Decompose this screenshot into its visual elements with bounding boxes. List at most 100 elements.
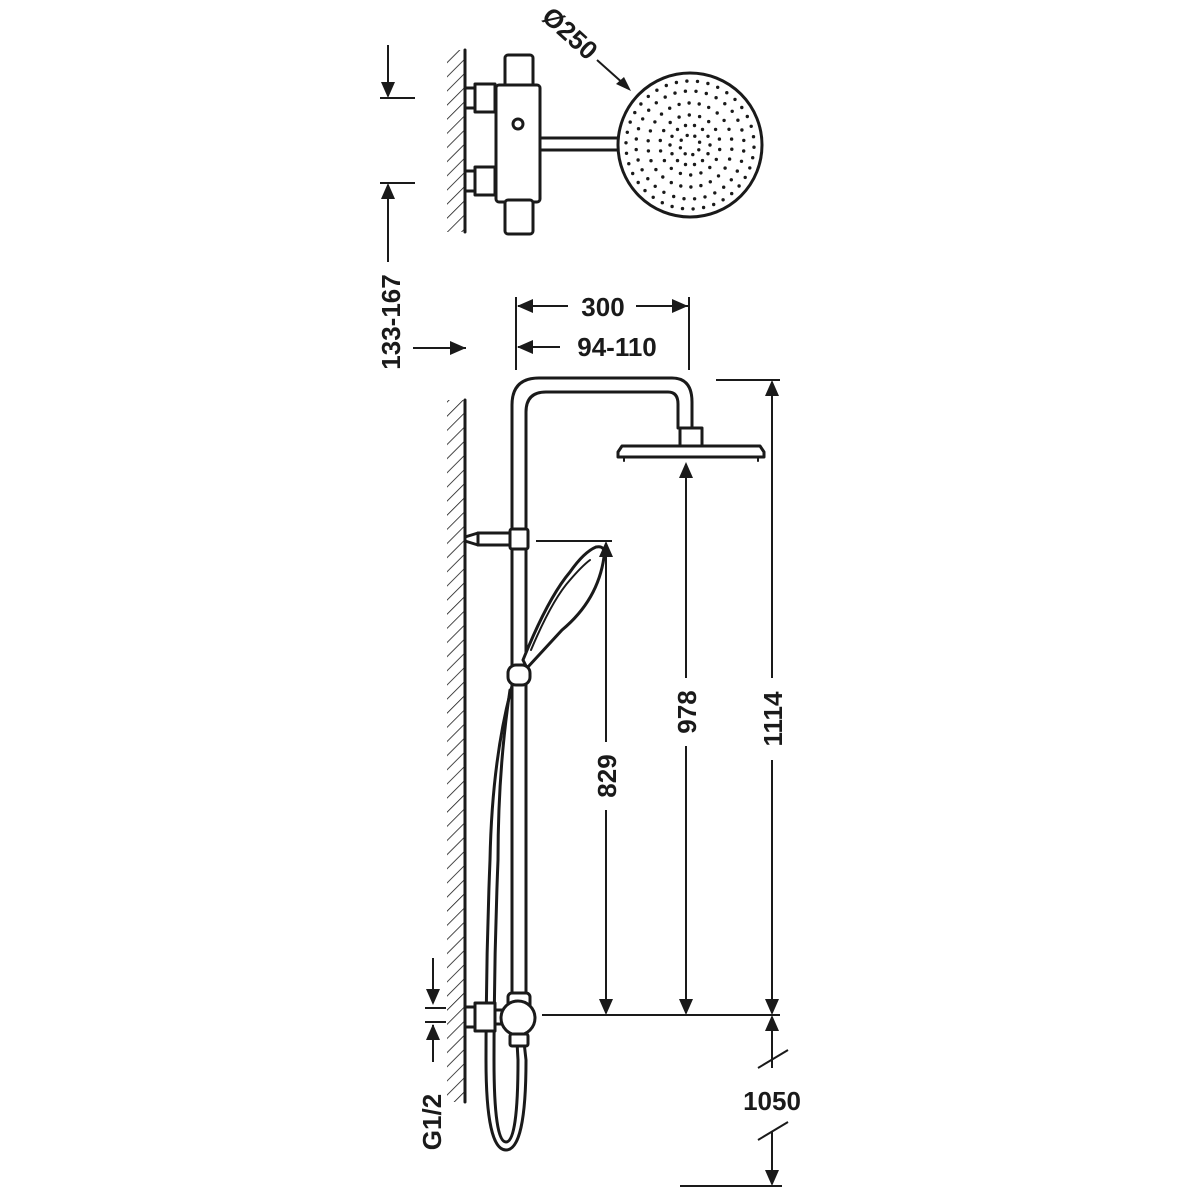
- riser-pipe: [510, 376, 694, 997]
- nozzle-dot: [631, 171, 635, 176]
- total-height-label: 1114: [758, 691, 788, 747]
- nozzle-dot: [687, 113, 691, 117]
- nozzle-dot: [670, 204, 674, 209]
- nozzle-dot: [628, 120, 632, 124]
- nozzle-dot: [739, 159, 744, 163]
- nozzle-dot: [668, 120, 672, 125]
- nozzle-dot: [664, 83, 668, 88]
- slide-holder: [506, 663, 532, 687]
- nozzle-dot: [675, 127, 680, 132]
- nozzle-dot: [646, 177, 650, 181]
- nozzle-dot: [647, 108, 651, 112]
- nozzle-dot: [677, 102, 681, 107]
- wall-offset-dimension: 133-167: [376, 45, 466, 370]
- nozzle-dot: [729, 178, 733, 182]
- nozzle-dot: [695, 79, 700, 84]
- nozzle-dot: [707, 105, 711, 110]
- nozzle-dot: [721, 198, 725, 202]
- floor-offset-label: 1050: [743, 1086, 801, 1116]
- diameter-arrow: [616, 77, 631, 91]
- nozzle-dot: [658, 149, 663, 153]
- nozzle-dot: [713, 127, 718, 132]
- nozzle-dot: [706, 152, 710, 156]
- nozzle-dot: [678, 146, 683, 150]
- nozzle-dot: [673, 91, 677, 95]
- nozzle-dot: [677, 115, 681, 119]
- nozzle-dot: [654, 167, 658, 172]
- nozzle-dot: [654, 101, 658, 105]
- nozzle-dot: [674, 80, 679, 85]
- arm-offset-label: 94-110: [577, 332, 657, 362]
- nozzle-dot: [717, 137, 722, 141]
- nozzle-dot: [625, 130, 629, 134]
- nozzle-dot: [633, 110, 637, 115]
- nozzle-dot: [668, 143, 672, 147]
- nozzle-dot: [707, 119, 711, 124]
- diameter-label: Ø250: [536, 1, 603, 66]
- nozzle-dot: [651, 195, 655, 199]
- nozzle-dot: [655, 88, 659, 92]
- nozzle-dot: [699, 183, 703, 188]
- nozzle-dot: [745, 114, 749, 119]
- nozzle-dot: [646, 94, 650, 99]
- nozzle-dot: [713, 191, 717, 195]
- nozzle-dot: [670, 134, 674, 138]
- arm-reach-dimension: 300: [515, 292, 690, 370]
- nozzle-dot: [624, 151, 629, 155]
- nozzle-dot: [659, 112, 664, 116]
- nozzle-dot: [737, 184, 741, 188]
- nozzle-dot: [703, 195, 707, 199]
- nozzle-pattern: [624, 79, 756, 211]
- hand-shower-height-label: 829: [592, 754, 622, 797]
- nozzle-dot: [636, 158, 640, 162]
- nozzle-dot: [712, 202, 716, 207]
- nozzle-dot: [708, 143, 712, 147]
- nozzle-dot: [680, 206, 685, 211]
- thermostatic-mixer-top: [494, 53, 542, 236]
- wall-hatch-front: [447, 400, 465, 1102]
- nozzle-dot: [697, 102, 701, 106]
- nozzle-dot: [743, 175, 747, 180]
- nozzle-dot: [683, 123, 688, 128]
- nozzle-dot: [687, 101, 691, 105]
- nozzle-dot: [748, 166, 752, 170]
- head-shower-side: [616, 426, 766, 462]
- nozzle-dot: [730, 191, 734, 196]
- nozzle-dot: [751, 135, 756, 139]
- nozzle-dot: [708, 180, 712, 184]
- nozzle-dot: [689, 185, 693, 189]
- nozzle-dot: [670, 152, 674, 156]
- height-dimensions: 829 978 1114: [536, 379, 788, 1016]
- nozzle-dot: [704, 91, 708, 96]
- nozzle-dot: [714, 157, 718, 162]
- nozzle-dot: [693, 134, 697, 138]
- nozzle-dot: [733, 97, 737, 102]
- nozzle-dot: [714, 96, 718, 100]
- nozzle-dot: [735, 169, 739, 173]
- nozzle-dot: [730, 109, 734, 114]
- nozzle-dot: [660, 201, 664, 205]
- connection-dimension: G1/2: [417, 958, 447, 1150]
- nozzle-dot: [678, 171, 683, 176]
- nozzle-dot: [624, 141, 628, 145]
- nozzle-dot: [723, 166, 727, 170]
- nozzle-dot: [715, 111, 719, 115]
- nozzle-dot: [639, 102, 643, 106]
- diverter-valve: [463, 991, 537, 1048]
- nozzle-dot: [683, 152, 687, 156]
- nozzle-dot: [689, 173, 693, 177]
- wall-offset-label: 133-167: [376, 274, 406, 369]
- nozzle-dot: [672, 194, 676, 199]
- floor-offset-dimension: 1050: [680, 1015, 801, 1187]
- nozzle-dot: [675, 158, 680, 163]
- nozzle-dot: [736, 118, 740, 122]
- nozzle-dot: [634, 137, 638, 141]
- nozzle-dot: [636, 180, 640, 185]
- nozzle-dot: [669, 166, 673, 171]
- nozzle-dot: [679, 184, 683, 188]
- nozzle-dot: [646, 149, 651, 153]
- hand-shower: [521, 545, 606, 670]
- nozzle-dot: [740, 128, 744, 132]
- nozzle-dot: [752, 145, 756, 149]
- nozzle-dot: [749, 124, 753, 128]
